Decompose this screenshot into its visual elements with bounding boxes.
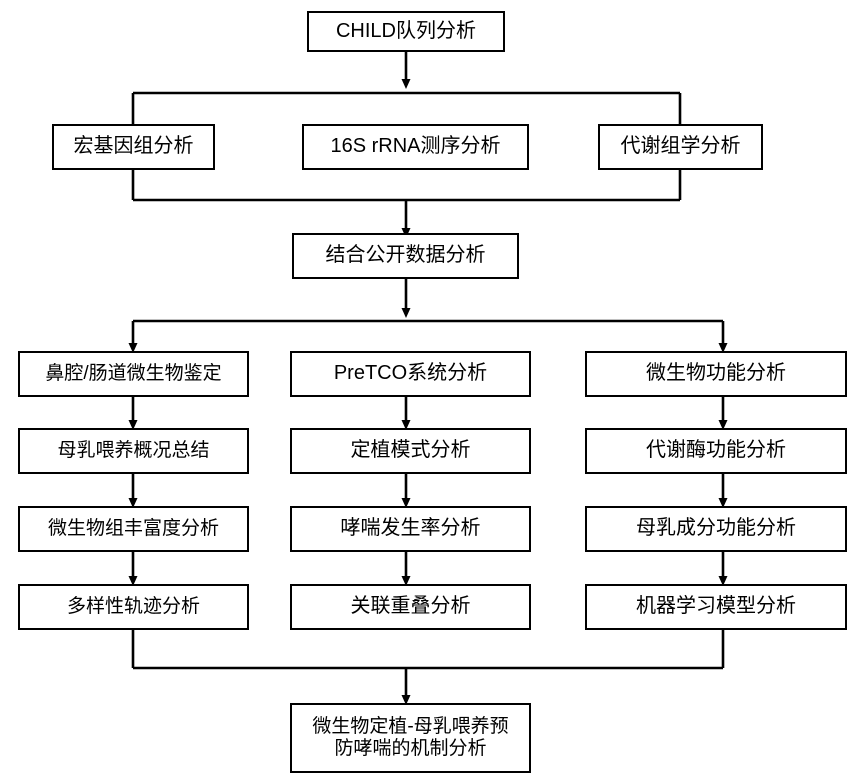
node-label: 微生物组丰富度分析 <box>47 517 219 539</box>
node-label: 多样性轨迹分析 <box>66 595 200 617</box>
node-asthma-incidence-analysis[interactable]: 哮喘发生率分析 <box>290 506 531 552</box>
node-label: 哮喘发生率分析 <box>340 517 481 540</box>
node-label: 代谢酶功能分析 <box>646 439 786 462</box>
node-metabolomics-analysis[interactable]: 代谢组学分析 <box>598 124 763 170</box>
node-label: 母乳喂养概况总结 <box>57 439 210 461</box>
node-breastfeeding-overview-summary[interactable]: 母乳喂养概况总结 <box>18 428 249 474</box>
node-label: 16S rRNA测序分析 <box>330 135 501 158</box>
node-label: 定植模式分析 <box>350 439 471 462</box>
node-breastmilk-component-function-analysis[interactable]: 母乳成分功能分析 <box>585 506 847 552</box>
node-colonization-pattern-analysis[interactable]: 定植模式分析 <box>290 428 531 474</box>
node-mechanism-analysis-conclusion[interactable]: 微生物定植-母乳喂养预 防哮喘的机制分析 <box>290 703 531 773</box>
node-label: 母乳成分功能分析 <box>636 517 796 540</box>
node-pretco-system-analysis[interactable]: PreTCO系统分析 <box>290 351 531 397</box>
node-16s-rrna-sequencing-analysis[interactable]: 16S rRNA测序分析 <box>302 124 529 170</box>
node-public-data-combined-analysis[interactable]: 结合公开数据分析 <box>292 233 519 279</box>
node-metagenomics-analysis[interactable]: 宏基因组分析 <box>52 124 215 170</box>
node-label: 宏基因组分析 <box>73 135 194 158</box>
node-machine-learning-model-analysis[interactable]: 机器学习模型分析 <box>585 584 847 630</box>
node-label: 结合公开数据分析 <box>325 244 486 267</box>
node-nasal-gut-microbe-identification[interactable]: 鼻腔/肠道微生物鉴定 <box>18 351 249 397</box>
node-label: PreTCO系统分析 <box>333 362 488 385</box>
node-label: 代谢组学分析 <box>620 135 741 158</box>
node-microbial-function-analysis[interactable]: 微生物功能分析 <box>585 351 847 397</box>
node-label: CHILD队列分析 <box>335 19 476 42</box>
node-label: 微生物功能分析 <box>646 362 786 385</box>
node-label: 关联重叠分析 <box>350 595 471 618</box>
node-child-cohort-analysis[interactable]: CHILD队列分析 <box>307 11 505 52</box>
node-label: 机器学习模型分析 <box>636 595 796 618</box>
node-label: 鼻腔/肠道微生物鉴定 <box>45 362 222 384</box>
node-microbiome-richness-analysis[interactable]: 微生物组丰富度分析 <box>18 506 249 552</box>
node-metabolic-enzyme-function-analysis[interactable]: 代谢酶功能分析 <box>585 428 847 474</box>
node-association-overlap-analysis[interactable]: 关联重叠分析 <box>290 584 531 630</box>
node-label: 微生物定植-母乳喂养预 防哮喘的机制分析 <box>312 715 509 759</box>
node-diversity-trajectory-analysis[interactable]: 多样性轨迹分析 <box>18 584 249 630</box>
